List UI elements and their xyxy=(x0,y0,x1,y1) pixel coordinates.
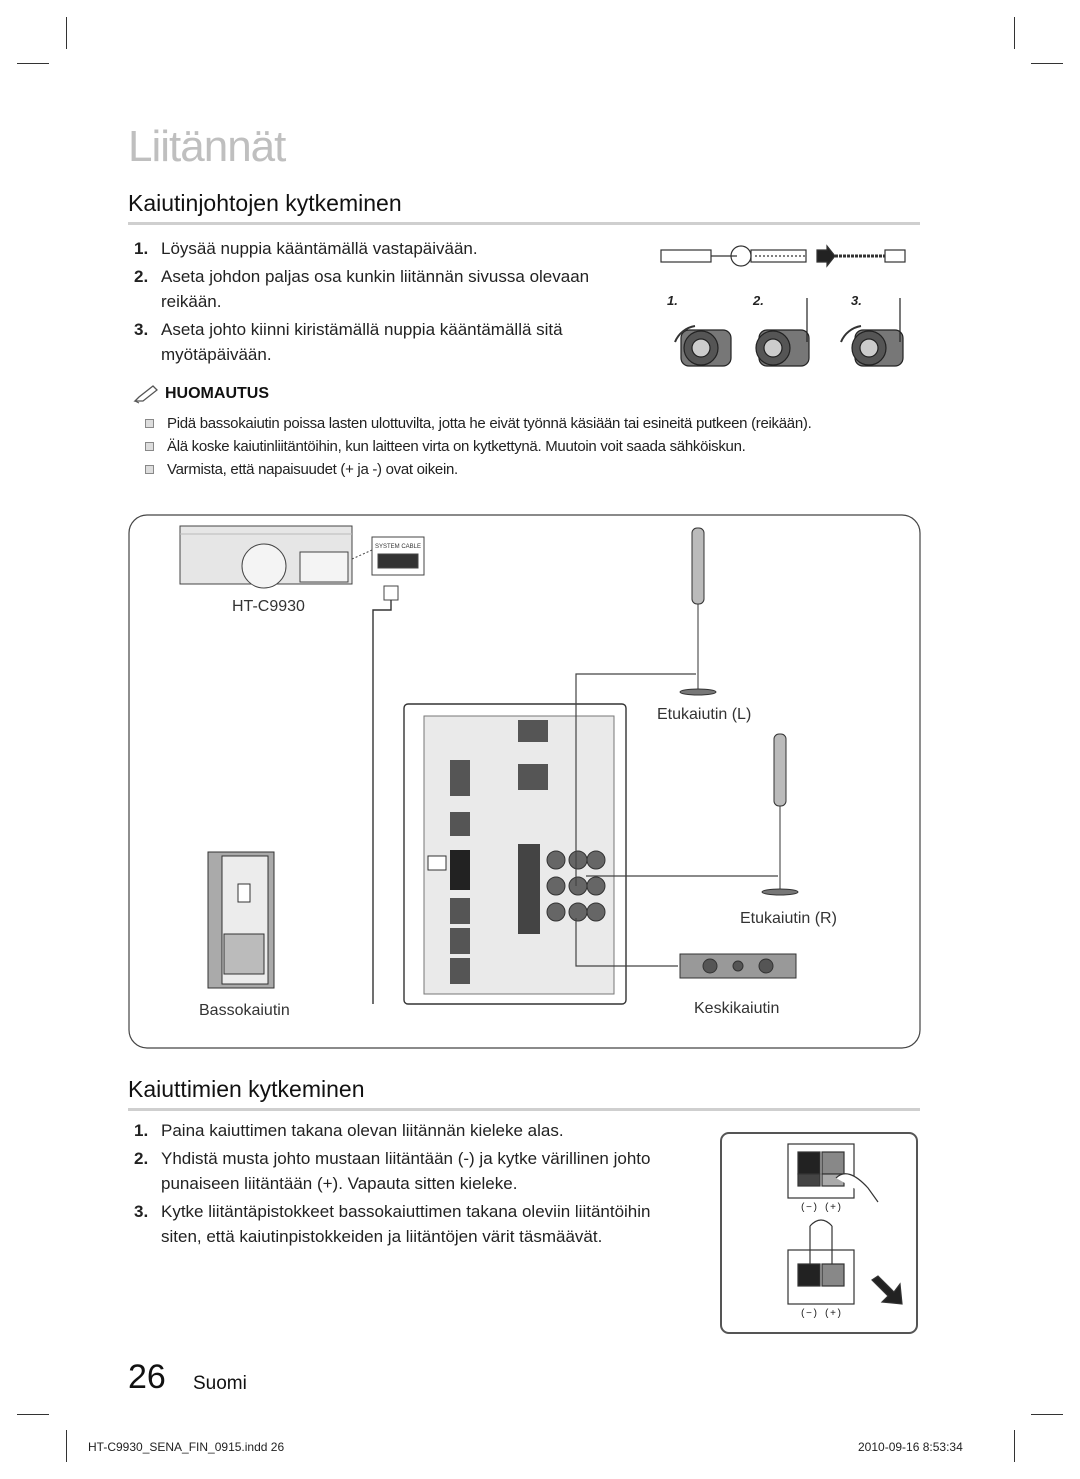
pencil-icon xyxy=(133,385,158,404)
figure-step-2: 2. xyxy=(752,293,764,308)
connection-diagram: SYSTEM CABLE xyxy=(128,514,921,1049)
center-label: Keskikaiutin xyxy=(694,1000,780,1017)
page-language: Suomi xyxy=(193,1373,247,1394)
system-cable-label: SYSTEM CABLE xyxy=(375,544,421,550)
list-item: 1.Löysää nuppia kääntämällä vastapäivään… xyxy=(134,239,478,258)
section-heading-text: Kaiutinjohtojen kytkeminen xyxy=(128,190,402,216)
front-left-label: Etukaiutin (L) xyxy=(657,706,752,723)
bullet xyxy=(145,442,154,451)
list-item: Älä koske kaiutinliitäntöihin, kun laitt… xyxy=(145,435,811,458)
note-list: Pidä bassokaiutin poissa lasten ulottuvi… xyxy=(145,412,812,481)
front-left-speaker xyxy=(679,527,717,696)
section-heading-text: Kaiuttimien kytkeminen xyxy=(128,1076,365,1102)
crop-mark xyxy=(17,63,49,64)
footer-date: 2010-09-16 8:53:34 xyxy=(858,1440,963,1454)
polarity-label-top: (−) (+) xyxy=(800,1202,842,1214)
wire-connection-figure: 1. 2. 3. xyxy=(660,244,906,367)
steps-list: 1.Paina kaiuttimen takana olevan liitänn… xyxy=(130,1118,695,1252)
list-item: 2.Aseta johdon paljas osa kunkin liitänn… xyxy=(134,267,590,311)
list-item: 3.Kytke liitäntäpistokkeet bassokaiuttim… xyxy=(134,1202,651,1246)
steps-list: 1.Löysää nuppia kääntämällä vastapäivään… xyxy=(130,236,610,370)
speaker-terminal-figure: (−) (+) (−) (+) xyxy=(720,1132,918,1334)
footer-file: HT-C9930_SENA_FIN_0915.indd 26 xyxy=(88,1440,285,1454)
figure-step-1: 1. xyxy=(667,293,678,308)
figure-step-3: 3. xyxy=(851,293,862,308)
note-heading: HUOMAUTUS xyxy=(133,384,269,404)
crop-mark xyxy=(66,17,67,49)
subwoofer-unit xyxy=(207,851,275,989)
chapter-title: Liitännät xyxy=(128,122,286,171)
page-number: 26 xyxy=(128,1358,166,1396)
main-unit-label: HT-C9930 xyxy=(232,598,305,615)
center-speaker xyxy=(679,953,797,979)
section-heading-speakers: Kaiuttimien kytkeminen xyxy=(128,1076,920,1111)
crop-mark xyxy=(1014,17,1015,49)
list-item: 2.Yhdistä musta johto mustaan liitäntään… xyxy=(134,1149,651,1193)
list-item: Varmista, että napaisuudet (+ ja -) ovat… xyxy=(145,458,811,481)
heading-underline xyxy=(128,222,920,225)
crop-mark xyxy=(17,1414,49,1415)
crop-mark xyxy=(66,1430,67,1462)
crop-mark xyxy=(1031,1414,1063,1415)
list-item: Pidä bassokaiutin poissa lasten ulottuvi… xyxy=(145,412,812,435)
heading-underline xyxy=(128,1108,920,1111)
list-item: 1.Paina kaiuttimen takana olevan liitänn… xyxy=(134,1121,564,1140)
bullet xyxy=(145,465,154,474)
section-heading-speaker-wires: Kaiutinjohtojen kytkeminen xyxy=(128,190,920,225)
list-item: 3.Aseta johto kiinni kiristämällä nuppia… xyxy=(134,320,563,364)
polarity-label-bottom: (−) (+) xyxy=(800,1308,842,1320)
front-right-label: Etukaiutin (R) xyxy=(740,910,837,927)
subwoofer-label: Bassokaiutin xyxy=(199,1002,290,1019)
crop-mark xyxy=(1031,63,1063,64)
bullet xyxy=(145,419,154,428)
main-unit xyxy=(179,525,425,589)
crop-mark xyxy=(1014,1430,1015,1462)
front-right-speaker xyxy=(761,733,799,896)
